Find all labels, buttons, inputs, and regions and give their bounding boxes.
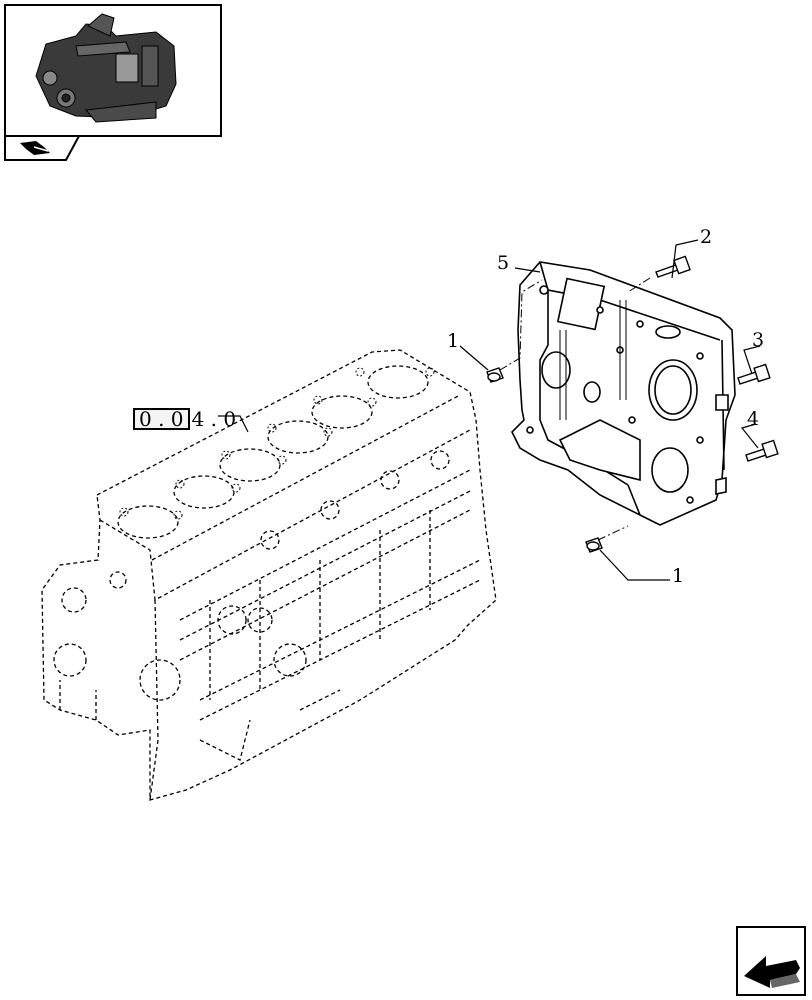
callout-2: 2 <box>700 226 713 248</box>
engine-thumbnail-frame <box>4 4 222 137</box>
section-reference[interactable]: 0 . 0 4 . 0 <box>133 407 237 431</box>
section-reference-box: 0 . 0 <box>133 408 190 430</box>
section-reference-suffix: 4 . 0 <box>191 407 237 431</box>
callout-4: 4 <box>747 408 760 430</box>
assembly-lines <box>499 277 651 541</box>
next-page-button[interactable] <box>736 926 806 996</box>
plug-parts <box>486 367 603 553</box>
bolt-parts <box>655 255 779 462</box>
engine-block-outline <box>41 349 497 801</box>
gear-housing <box>511 261 736 526</box>
leader-lines <box>218 239 761 581</box>
engine-thumbnail-icon <box>35 13 177 123</box>
callout-1-left: 1 <box>447 330 460 352</box>
callout-5: 5 <box>497 252 510 274</box>
block-deck-holes <box>119 367 435 520</box>
callout-3: 3 <box>752 329 765 351</box>
next-page-arrow-icon <box>736 926 806 996</box>
group-tab-icon <box>4 135 80 161</box>
callout-1-bottom: 1 <box>672 565 685 587</box>
